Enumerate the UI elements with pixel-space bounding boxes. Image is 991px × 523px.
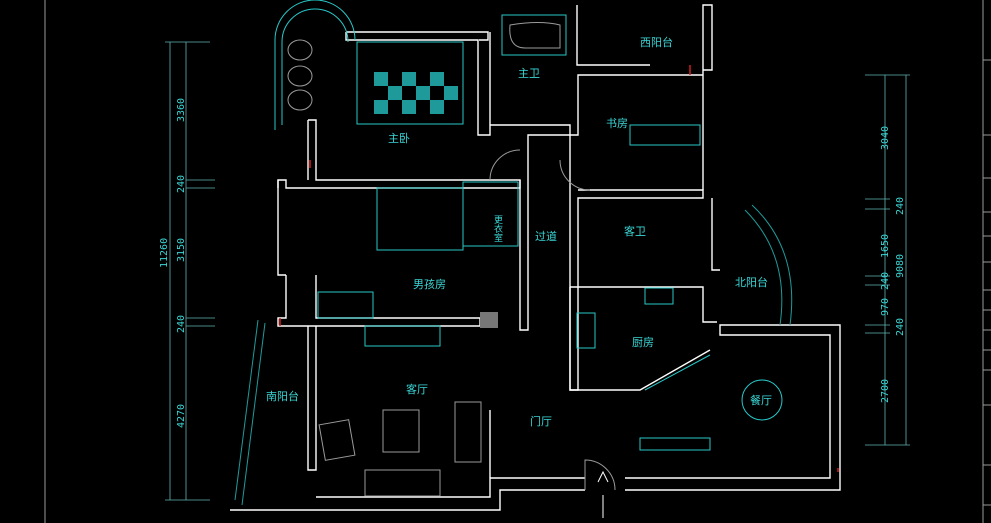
north-balcony-edge bbox=[744, 204, 793, 326]
bay-window-balcony bbox=[274, 0, 356, 130]
dim-total-right: 9080 bbox=[895, 254, 906, 278]
bar-counter bbox=[639, 437, 711, 451]
label-dressing-room: 更衣室 bbox=[492, 215, 503, 242]
kitchen-sink bbox=[644, 287, 674, 305]
single-bed bbox=[376, 187, 464, 251]
dim-segment: 4270 bbox=[176, 404, 187, 428]
dim-segment: 240 bbox=[895, 318, 906, 336]
label-study: 书房 bbox=[606, 117, 628, 130]
dim-segment: 2700 bbox=[880, 379, 891, 403]
armchair bbox=[318, 419, 356, 461]
label-corridor: 过道 bbox=[535, 229, 557, 243]
left-dimension-chain: 11260 3360 240 3150 240 4270 bbox=[159, 41, 215, 501]
sofa-side bbox=[454, 401, 482, 463]
bathtub bbox=[501, 14, 567, 56]
dim-segment: 240 bbox=[176, 175, 187, 193]
door-swing bbox=[489, 149, 521, 181]
label-master-bedroom: 主卧 bbox=[388, 132, 410, 145]
label-foyer: 门厅 bbox=[530, 414, 552, 428]
walls bbox=[230, 4, 841, 511]
label-living: 客厅 bbox=[406, 382, 428, 396]
boy-room-closet bbox=[317, 291, 374, 319]
bed-quilt-pattern bbox=[374, 72, 458, 114]
title-block bbox=[982, 0, 991, 523]
dim-segment: 3360 bbox=[176, 98, 187, 122]
structural-column bbox=[480, 312, 498, 328]
entry-arrow-icon bbox=[597, 470, 609, 483]
sofa bbox=[364, 469, 441, 497]
label-west-balcony: 西阳台 bbox=[640, 35, 673, 49]
south-balcony-edge bbox=[234, 319, 266, 506]
label-kitchen: 厨房 bbox=[632, 336, 654, 349]
label-master-bath: 主卫 bbox=[518, 67, 540, 80]
stove bbox=[576, 312, 596, 349]
study-desk bbox=[629, 124, 701, 146]
label-dining: 餐厅 bbox=[750, 393, 772, 407]
dim-segment: 240 bbox=[176, 315, 187, 333]
dim-segment: 240 bbox=[880, 272, 891, 290]
coffee-table bbox=[382, 409, 420, 453]
kitchen-counter-diagonal bbox=[644, 354, 711, 391]
entry-door-swing bbox=[584, 459, 616, 491]
dim-segment: 3150 bbox=[176, 238, 187, 262]
fixtures bbox=[234, 0, 839, 518]
label-guest-bath: 客卫 bbox=[624, 224, 646, 238]
dim-segment: 1650 bbox=[880, 234, 891, 258]
dim-segment: 3040 bbox=[880, 126, 891, 150]
dim-segment: 970 bbox=[880, 298, 891, 316]
double-bed bbox=[356, 41, 464, 125]
wardrobe bbox=[462, 181, 519, 247]
room-labels: 主卧 主卫 西阳台 书房 更衣室 过道 男孩房 客卫 北阳台 厨房 餐厅 门厅 … bbox=[266, 35, 772, 428]
label-boy-room: 男孩房 bbox=[413, 278, 446, 291]
dim-segment: 240 bbox=[895, 197, 906, 215]
dining-table bbox=[741, 379, 783, 421]
label-north-balcony: 北阳台 bbox=[735, 275, 768, 289]
label-south-balcony: 南阳台 bbox=[266, 389, 299, 403]
dim-total-left: 11260 bbox=[159, 238, 170, 268]
right-dimension-chain: 3040 240 1650 240 970 240 2700 9080 bbox=[865, 74, 910, 446]
tv-cabinet bbox=[364, 325, 441, 347]
